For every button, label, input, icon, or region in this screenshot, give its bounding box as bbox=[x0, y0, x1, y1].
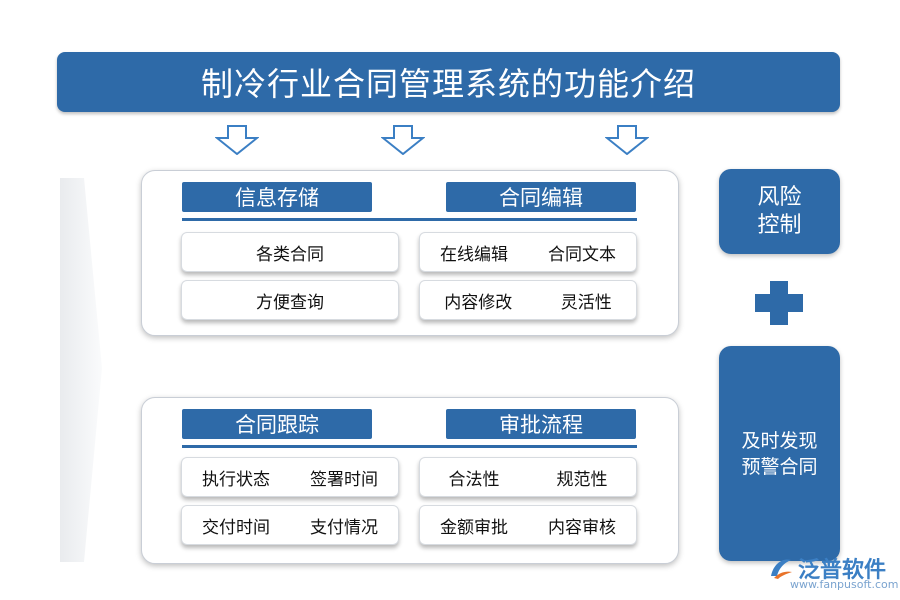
risk-control-box: 风险 控制 bbox=[719, 169, 840, 254]
logo-icon bbox=[771, 559, 792, 579]
header-contract-editing: 合同编辑 bbox=[446, 182, 636, 212]
header-divider bbox=[182, 445, 637, 448]
cell-label: 合同文本 bbox=[548, 244, 616, 265]
logo-url: www.fanpusoft.com bbox=[790, 578, 899, 591]
page-title: 制冷行业合同管理系统的功能介绍 bbox=[57, 52, 840, 112]
down-arrow-icon bbox=[605, 125, 649, 155]
cell-label: 合法性 bbox=[448, 469, 500, 490]
cell-execution-status: 执行状态 签署时间 bbox=[181, 457, 399, 497]
header-contract-tracking: 合同跟踪 bbox=[182, 409, 372, 439]
cell-label: 灵活性 bbox=[560, 292, 612, 313]
header-divider bbox=[182, 218, 637, 221]
cell-contract-types: 各类合同 bbox=[181, 232, 399, 272]
cell-label: 各类合同 bbox=[256, 244, 324, 265]
cell-content-modify: 内容修改 灵活性 bbox=[419, 280, 637, 320]
cell-easy-query: 方便查询 bbox=[181, 280, 399, 320]
cell-label: 内容修改 bbox=[444, 292, 513, 313]
cell-amount-approval: 金额审批 内容审核 bbox=[419, 505, 637, 545]
cell-label: 内容审核 bbox=[548, 517, 616, 538]
header-approval-process: 审批流程 bbox=[446, 409, 636, 439]
cell-label: 在线编辑 bbox=[440, 244, 508, 265]
cell-label: 执行状态 bbox=[202, 469, 270, 490]
cell-label: 方便查询 bbox=[256, 292, 324, 313]
down-arrow-icon bbox=[215, 125, 259, 155]
plus-icon bbox=[755, 294, 803, 312]
down-arrow-icon bbox=[381, 125, 425, 155]
cell-delivery-time: 交付时间 支付情况 bbox=[181, 505, 399, 545]
early-warning-box: 及时发现 预警合同 bbox=[719, 346, 840, 561]
cell-label: 交付时间 bbox=[202, 517, 270, 538]
brand-logo: 泛普软件 bbox=[768, 552, 886, 584]
header-info-storage: 信息存储 bbox=[182, 182, 372, 212]
cell-label: 规范性 bbox=[556, 469, 608, 490]
cell-label: 支付情况 bbox=[310, 517, 378, 538]
cell-label: 金额审批 bbox=[440, 517, 508, 538]
cell-legality: 合法性 规范性 bbox=[419, 457, 637, 497]
cell-label: 签署时间 bbox=[310, 469, 378, 490]
chevron-band bbox=[60, 178, 102, 562]
cell-online-edit: 在线编辑 合同文本 bbox=[419, 232, 637, 272]
logo-name: 泛普软件 bbox=[798, 558, 887, 583]
